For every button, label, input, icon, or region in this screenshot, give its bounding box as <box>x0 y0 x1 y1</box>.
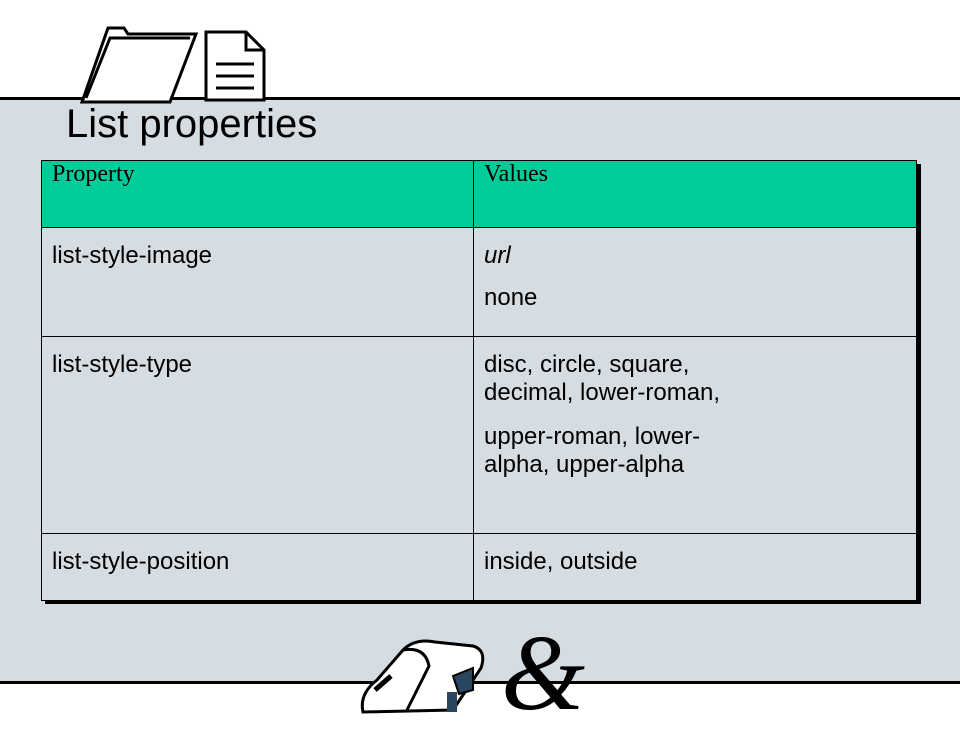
top-rule <box>0 97 960 100</box>
property-cell: list-style-type <box>41 336 474 534</box>
values-cell: url none <box>473 227 917 337</box>
value-line: url <box>484 242 906 270</box>
values-cell: inside, outside <box>473 533 917 601</box>
value-line: none <box>484 284 538 311</box>
document-icon <box>204 30 266 102</box>
value-line: alpha, upper-alpha <box>484 451 685 478</box>
header-property: Property <box>41 160 474 228</box>
property-cell: list-style-position <box>41 533 474 601</box>
table-row: list-style-image url none <box>41 227 917 337</box>
property-name: list-style-position <box>52 548 230 575</box>
value-line: inside, outside <box>484 548 638 575</box>
value-text: url <box>484 242 511 269</box>
folder-icon <box>79 26 199 104</box>
value-line: disc, circle, square, <box>484 351 690 378</box>
slide-title: List properties <box>66 102 318 146</box>
mailbox-icon <box>360 639 485 714</box>
ampersand-icon: & <box>501 614 586 733</box>
values-cell: disc, circle, square, decimal, lower-rom… <box>473 336 917 534</box>
bottom-decoration: & <box>355 620 615 728</box>
list-properties-table: Property Values list-style-image url non… <box>41 160 917 601</box>
property-name: list-style-image <box>52 242 213 269</box>
header-values: Values <box>473 160 917 228</box>
value-line: decimal, lower-roman, <box>484 379 721 406</box>
table-header-row: Property Values <box>41 160 917 228</box>
table-row: list-style-type disc, circle, square, de… <box>41 336 917 534</box>
top-decoration <box>72 22 272 104</box>
bottom-rule <box>0 681 960 684</box>
table-row: list-style-position inside, outside <box>41 533 917 601</box>
property-cell: list-style-image <box>41 227 474 337</box>
property-name: list-style-type <box>52 351 193 378</box>
value-line: upper-roman, lower- <box>484 423 701 450</box>
